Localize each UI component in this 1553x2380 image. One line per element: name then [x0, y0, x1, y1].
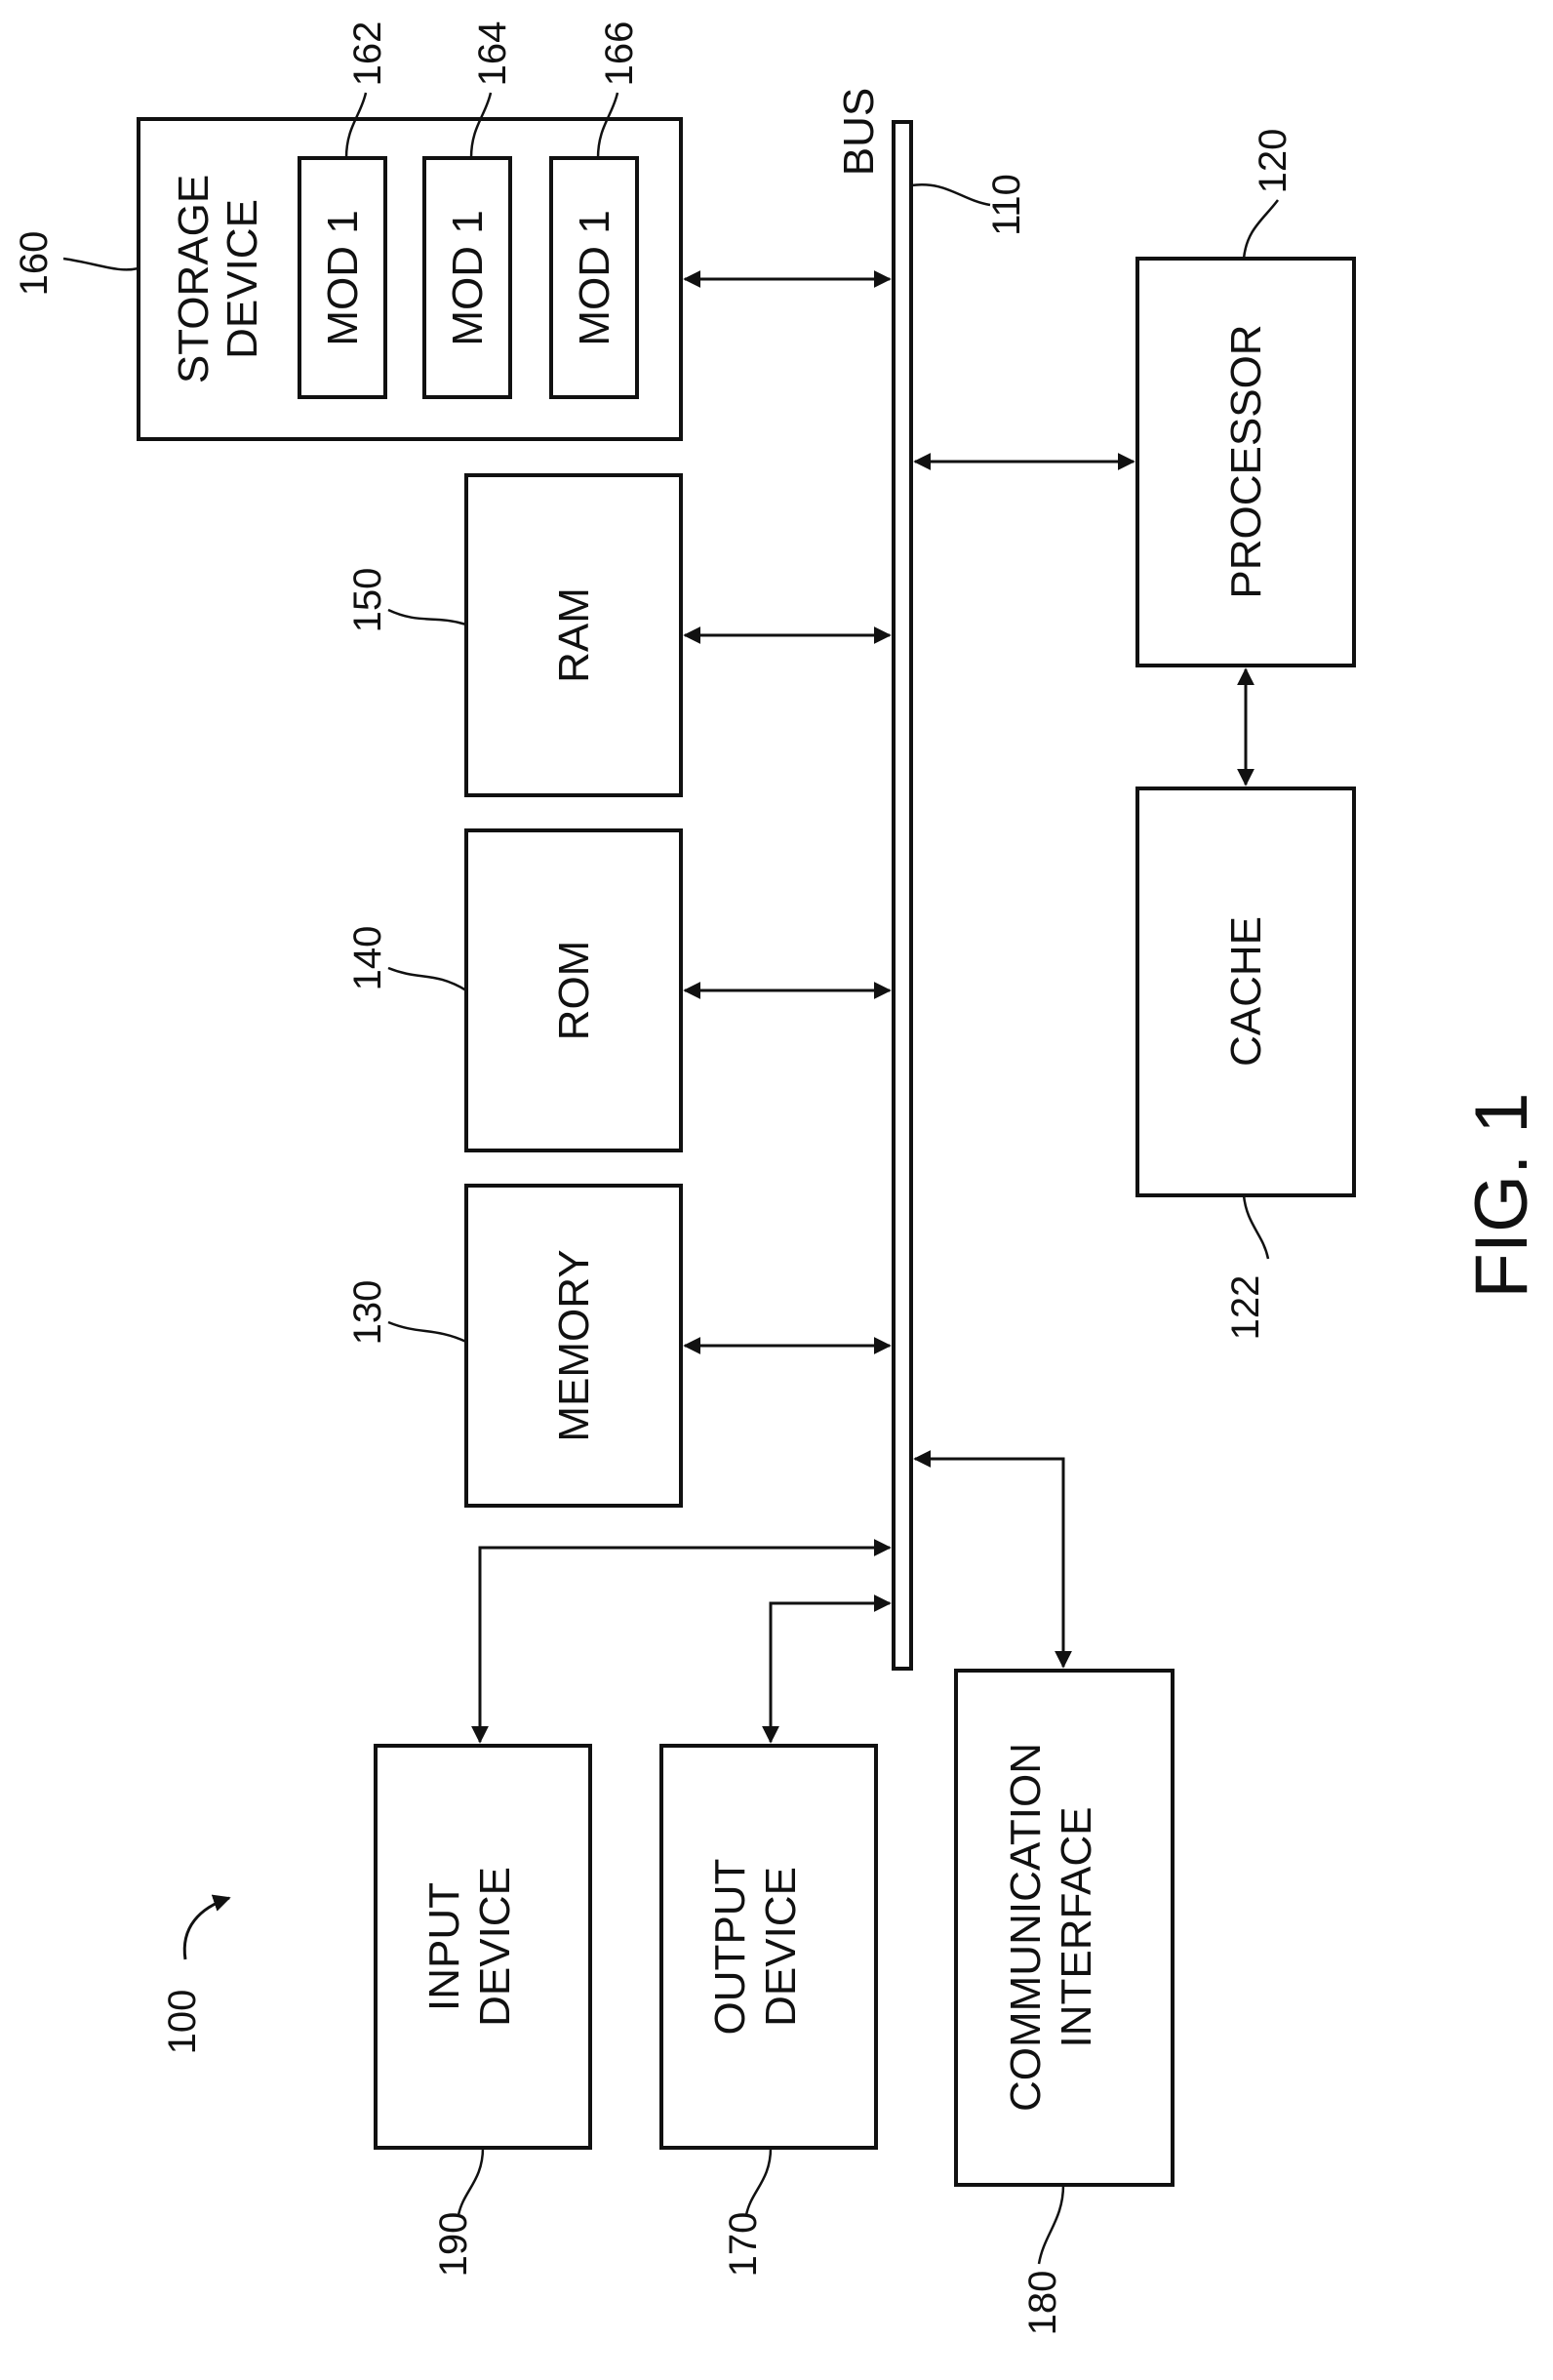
storage-device-leader-line	[63, 259, 139, 269]
module-162-ref: 162	[346, 21, 389, 87]
communication-interface-ref: 180	[1021, 2271, 1064, 2336]
system-ref-arrow	[184, 1898, 229, 1959]
communication-interface-label-line1: COMMUNICATION	[1002, 1743, 1050, 2112]
communication-interface-leader-line	[1039, 2185, 1063, 2264]
processor-leader-line	[1244, 200, 1278, 259]
output-device-label-line1: OUTPUT	[706, 1859, 754, 2036]
rom-leader-line	[388, 968, 466, 990]
ram-ref: 150	[346, 568, 389, 633]
communication-interface-bus-arrow	[915, 1459, 1063, 1667]
output-device-label-line2: DEVICE	[757, 1867, 805, 2027]
input-device-label-line2: DEVICE	[471, 1867, 519, 2027]
processor-ref: 120	[1252, 129, 1294, 194]
bus-leader-line	[911, 184, 990, 205]
output-device-leader-line	[746, 2148, 771, 2215]
module-164-ref: 164	[471, 21, 514, 87]
storage-device-ref: 160	[13, 231, 56, 297]
processor-label: PROCESSOR	[1222, 324, 1270, 598]
output-device-ref: 170	[722, 2212, 765, 2278]
cache-ref: 122	[1224, 1275, 1267, 1341]
communication-interface-label-line2: INTERFACE	[1053, 1807, 1100, 2048]
rom-ref: 140	[346, 926, 389, 991]
storage-device-label-line2: DEVICE	[219, 199, 266, 359]
memory-ref: 130	[346, 1280, 389, 1346]
module-162-label: MOD 1	[319, 210, 367, 345]
module-166-label: MOD 1	[571, 210, 618, 345]
input-device-ref: 190	[432, 2212, 475, 2278]
system-ref: 100	[161, 1990, 204, 2055]
bus-label: BUS	[835, 88, 883, 176]
input-device-label-line1: INPUT	[420, 1882, 468, 2011]
figure-label: FIG. 1	[1460, 1092, 1543, 1298]
ram-leader-line	[388, 610, 466, 625]
bus-ref: 110	[985, 174, 1028, 236]
storage-device-label-line1: STORAGE	[170, 175, 218, 383]
bus-bar	[894, 122, 911, 1669]
cache-leader-line	[1244, 1195, 1268, 1259]
module-166-ref: 166	[598, 21, 641, 87]
rom-label: ROM	[550, 941, 598, 1041]
memory-leader-line	[388, 1322, 466, 1342]
output-device-bus-arrow	[771, 1603, 890, 1742]
input-device-leader-line	[458, 2148, 483, 2215]
memory-label: MEMORY	[550, 1249, 598, 1441]
ram-label: RAM	[550, 587, 598, 683]
module-164-label: MOD 1	[444, 210, 492, 345]
cache-label: CACHE	[1222, 916, 1270, 1067]
input-device-bus-arrow	[480, 1548, 890, 1742]
